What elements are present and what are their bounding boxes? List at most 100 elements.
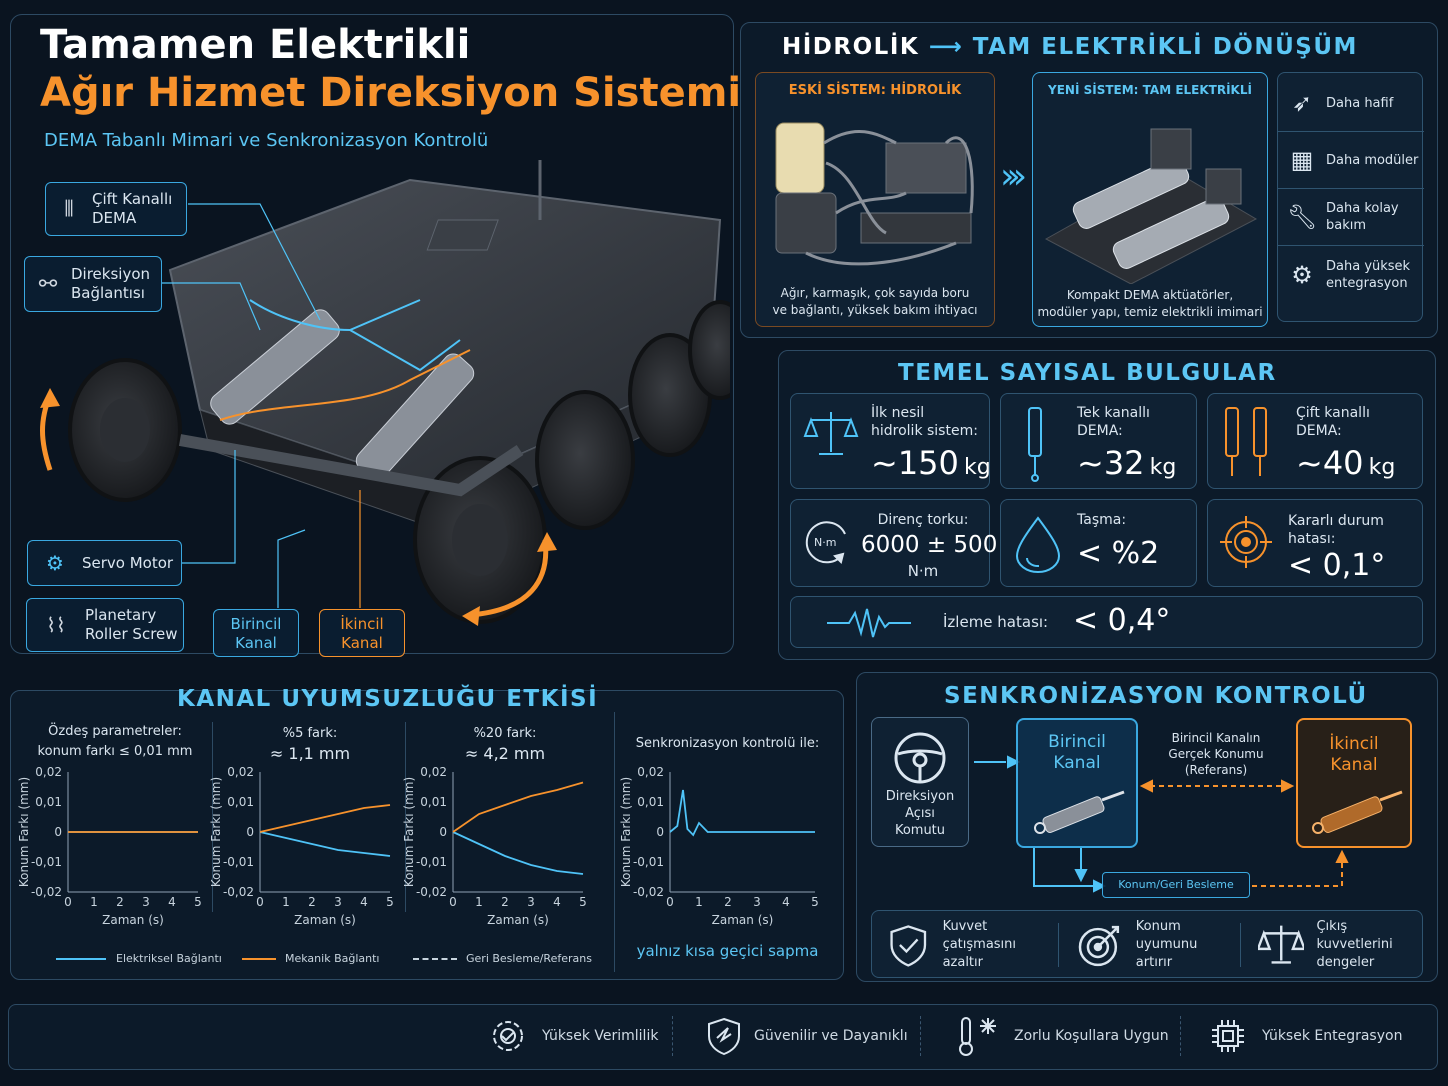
shield-check-icon (890, 925, 927, 967)
label-servo-motor: ⚙ Servo Motor (27, 540, 182, 586)
svg-text:N·m: N·m (814, 536, 836, 549)
y-tick-label: 0,01 (35, 795, 62, 809)
screw-icon: ⌇⌇ (46, 612, 66, 637)
legend-feedback-swatch (413, 958, 457, 960)
finding-dual-dema-weight: Çift kanallı DEMA: ~40 kg (1207, 393, 1423, 489)
y-axis-label: Konum Farkı (mm) (402, 777, 416, 887)
x-tick-label: 4 (360, 895, 368, 909)
footer-divider (920, 1016, 921, 1056)
wiring (219, 299, 471, 421)
x-tick-label: 5 (194, 895, 202, 909)
secondary-actuator-icon (1312, 790, 1403, 834)
old-system-title: ESKİ SİSTEM: HİDROLİK (788, 83, 962, 98)
dual-actuator-icon: ⫴ (64, 196, 74, 222)
motor-icon: ⚙ (46, 550, 64, 575)
wrench-icon: 🔧︎ (1286, 203, 1318, 231)
chart-caption-1b: konum farkı ≤ 0,01 mm (37, 744, 193, 759)
y-axis-label: Konum Farkı (mm) (619, 777, 633, 887)
x-axis-label: Zaman (s) (712, 913, 774, 927)
x-tick-label: 5 (386, 895, 394, 909)
hydraulic-system-image (775, 122, 974, 266)
x-tick-label: 3 (142, 895, 150, 909)
conversion-benefits: ➶ Daha hafif ▦ Daha modüler 🔧︎ Daha kola… (1277, 72, 1424, 322)
chart-caption-3b: ≈ 4,2 mm (464, 744, 546, 763)
waveform-icon (827, 608, 911, 638)
benefit-maintenance: 🔧︎ Daha kolay bakım (1278, 189, 1424, 246)
gear-circuit-icon: ⚙ (1291, 260, 1313, 289)
y-tick-label: 0 (54, 825, 62, 839)
series-line (452, 831, 584, 875)
chart-caption-2a: %5 fark: (282, 726, 338, 741)
benefit-lighter: ➶ Daha hafif (1278, 75, 1424, 132)
cubes-icon: ▦ (1290, 146, 1314, 174)
chart-caption-4a: Senkronizasyon kontrolü ile: (635, 736, 820, 751)
scale-icon (803, 412, 859, 455)
y-tick-label: -0,02 (416, 885, 447, 899)
single-actuator-icon (1028, 407, 1042, 482)
arrow-right-icon: ⟶ (928, 34, 973, 60)
chart-legend: Elektriksel Bağlantı Mekanik Bağlantı Ge… (50, 950, 610, 968)
old-system-desc: Ağır, karmaşık, çok sayıda boru ve bağla… (772, 286, 978, 317)
x-tick-label: 3 (527, 895, 535, 909)
x-axis-label: Zaman (s) (102, 913, 164, 927)
findings-title: TEMEL SAYISAL BULGULAR (898, 360, 1277, 386)
series-line (259, 804, 391, 833)
x-tick-label: 2 (116, 895, 124, 909)
y-tick-label: -0,02 (31, 885, 62, 899)
legend-mechanical: Mekanik Bağlantı (285, 952, 380, 965)
footer-integration: Yüksek Entegrasyon (1208, 1014, 1402, 1058)
sync-divider (1058, 923, 1059, 967)
y-axis-label: Konum Farkı (mm) (209, 777, 223, 887)
label-primary-channel: Birincil Kanal (213, 609, 299, 657)
x-tick-label: 3 (753, 895, 761, 909)
sync-title: SENKRONİZASYON KONTROLÜ (944, 683, 1368, 709)
chip-icon (1212, 1020, 1244, 1052)
y-tick-label: 0 (246, 825, 254, 839)
y-tick-label: -0,01 (223, 855, 254, 869)
old-system-card: ESKİ SİSTEM: HİDROLİK Ağır, karmaşık, ço… (755, 72, 995, 327)
y-tick-label: -0,02 (633, 885, 664, 899)
new-system-card: YENİ SİSTEM: TAM ELEKTRİKLİ Kompakt DEMA… (1032, 72, 1268, 327)
shield-icon (708, 1017, 740, 1056)
dema-actuators (178, 309, 524, 497)
finding-overshoot: Taşma: < %2 (1000, 499, 1197, 587)
y-tick-label: 0,01 (227, 795, 254, 809)
footer-efficiency: Yüksek Verimlilik (488, 1014, 658, 1058)
x-tick-label: 1 (475, 895, 483, 909)
x-tick-label: 0 (256, 895, 264, 909)
finding-steady-error: Kararlı durum hatası: < 0,1° (1207, 499, 1423, 587)
rotation-arrows (40, 388, 557, 626)
sync-ref-text: Birincil Kanalın Gerçek Konumu (Referans… (1168, 731, 1264, 777)
sync-command-node: Direksiyon Açısı Komutu (871, 717, 969, 847)
chart-caption-2b: ≈ 1,1 mm (269, 744, 351, 763)
x-axis-label: Zaman (s) (487, 913, 549, 927)
series-line (259, 831, 391, 857)
legend-feedback: Geri Besleme/Referans (466, 952, 592, 965)
y-tick-label: -0,01 (633, 855, 664, 869)
x-tick-label: 4 (168, 895, 176, 909)
target-icon (1220, 516, 1272, 568)
conversion-arrow-icon: ››› (1000, 156, 1027, 197)
vehicle-illustration (40, 160, 730, 626)
x-tick-label: 5 (811, 895, 819, 909)
linkage-icon: ⚯ (38, 271, 58, 297)
sync-benefit-position: Konum uyumunu artırır (1076, 919, 1246, 970)
x-tick-label: 4 (553, 895, 561, 909)
y-tick-label: -0,01 (416, 855, 447, 869)
footer-reliable: Güvenilir ve Dayanıklı (706, 1014, 908, 1058)
x-tick-label: 3 (334, 895, 342, 909)
vehicle-wheels (68, 300, 730, 624)
y-tick-label: -0,02 (223, 885, 254, 899)
mismatch-panel (10, 690, 844, 980)
y-tick-label: 0,01 (420, 795, 447, 809)
y-tick-label: 0,02 (637, 765, 664, 779)
x-tick-label: 1 (695, 895, 703, 909)
new-system-desc: Kompakt DEMA aktüatörler, modüler yapı, … (1037, 288, 1263, 319)
feather-icon: ➶ (1291, 89, 1313, 117)
footer-harsh: Zorlu Koşullara Uygun (954, 1014, 1169, 1058)
x-tick-label: 2 (501, 895, 509, 909)
series-line (452, 781, 584, 833)
x-tick-label: 1 (282, 895, 290, 909)
drop-icon (1015, 516, 1061, 573)
